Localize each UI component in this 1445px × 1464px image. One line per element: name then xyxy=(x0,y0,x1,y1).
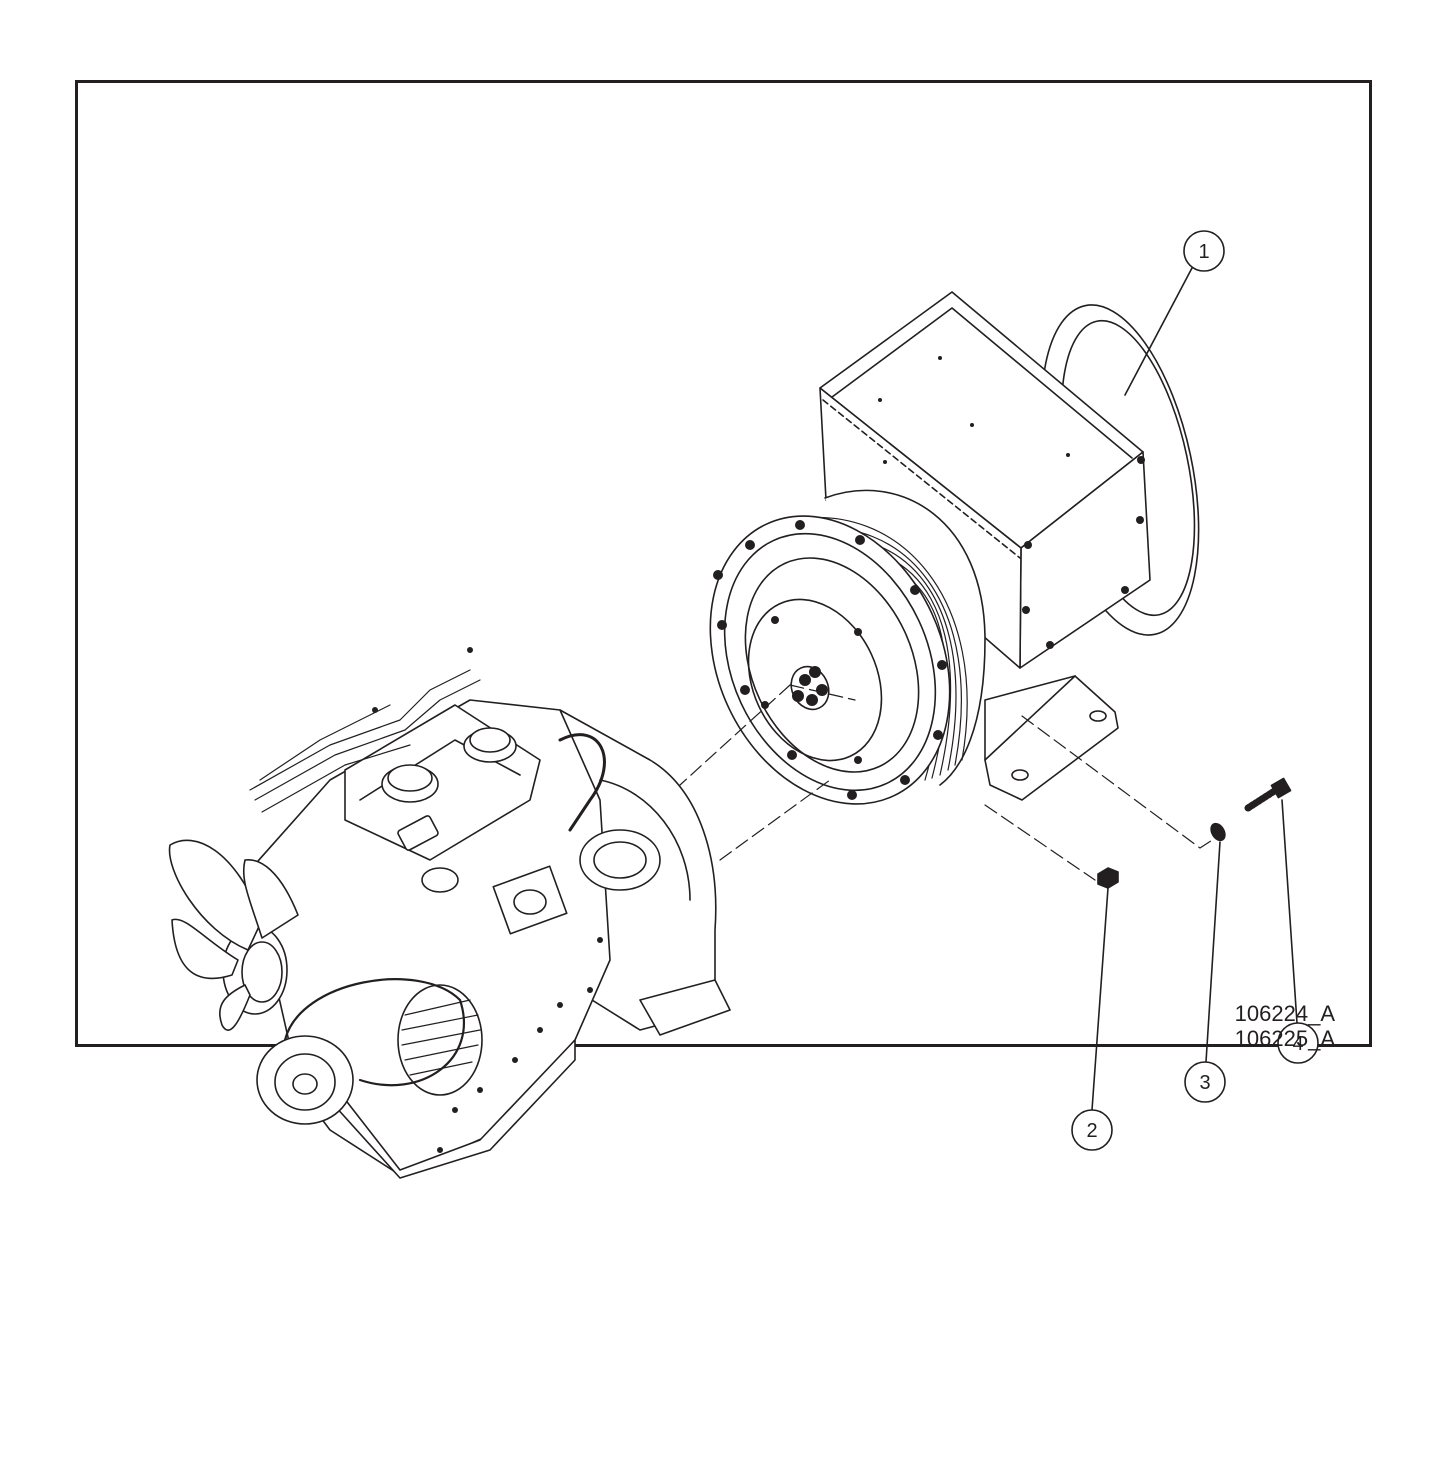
callout-4: 4 xyxy=(1277,1022,1319,1064)
callout-1-label: 1 xyxy=(1198,241,1209,263)
generator-alternator xyxy=(709,291,1200,805)
callout-4-label: 4 xyxy=(1292,1033,1303,1055)
engine-assembly xyxy=(168,647,731,1179)
callout-2: 2 xyxy=(1071,1109,1113,1151)
drawing-number-1: 106224_A xyxy=(1234,1001,1335,1026)
callout-2-label: 2 xyxy=(1086,1120,1097,1142)
drawing-frame xyxy=(75,80,1372,1047)
hardware-washer-item-3 xyxy=(1210,822,1226,842)
callout-3-label: 3 xyxy=(1199,1072,1210,1094)
callout-1: 1 xyxy=(1183,230,1225,272)
callout-leaders xyxy=(1091,267,1298,1111)
drawing-number-2: 106225_A xyxy=(1234,1026,1335,1051)
assembly-center-lines xyxy=(679,684,1221,881)
callout-3: 3 xyxy=(1184,1061,1226,1103)
hardware-nut-item-2 xyxy=(1097,867,1119,889)
hardware-bolt-item-4 xyxy=(1244,777,1292,812)
